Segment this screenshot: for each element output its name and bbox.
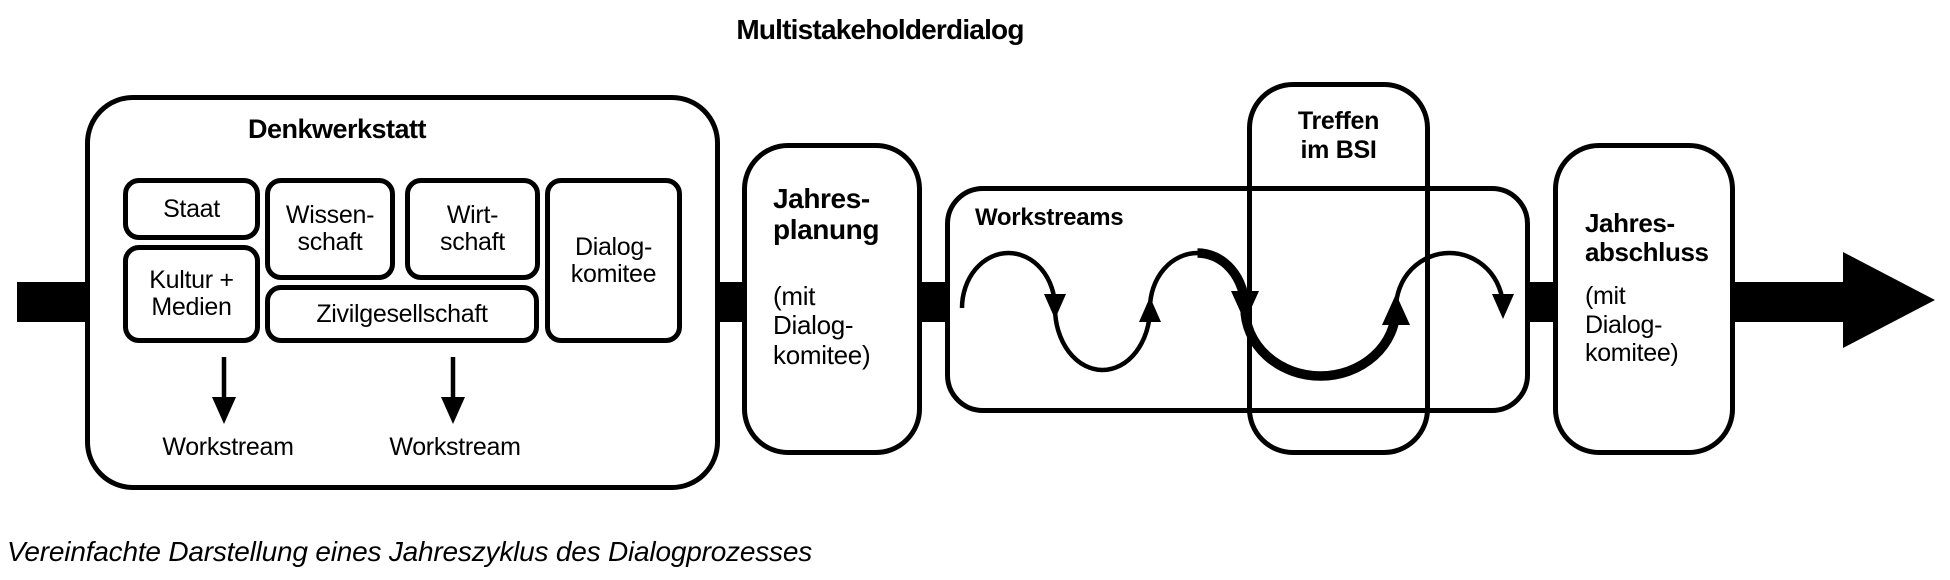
workstreams-box: Workstreams xyxy=(945,186,1530,413)
jahresabschluss-title: Jahres- abschluss xyxy=(1585,208,1709,268)
stakeholder-label-staat: Staat xyxy=(163,194,220,223)
jahresplanung-note: (mit Dialog- komitee) xyxy=(773,280,871,370)
jahresabschluss-note: (mit Dialog- komitee) xyxy=(1585,282,1679,368)
stakeholder-label-zivilgesellschaft: Zivilgesellschaft xyxy=(316,299,488,328)
denkwerkstatt-box: Denkwerkstatt Staat Wissen- schaft Wirt-… xyxy=(85,95,720,490)
treffen-im-bsi-title: Treffen im BSI xyxy=(1297,107,1380,164)
denkwerkstatt-title: Denkwerkstatt xyxy=(247,114,427,144)
stakeholder-box-wirtschaft: Wirt- schaft xyxy=(405,178,540,280)
stakeholder-label-wirtschaft: Wirt- schaft xyxy=(440,201,505,256)
workstreams-title: Workstreams xyxy=(975,204,1124,231)
jahresplanung-title: Jahres- planung xyxy=(773,183,880,246)
stakeholder-label-kultur-medien: Kultur + Medien xyxy=(149,266,234,321)
figure-title: Multistakeholderdialog xyxy=(736,14,1024,45)
jahresabschluss-box: Jahres- abschluss (mit Dialog- komitee) xyxy=(1553,143,1735,455)
stakeholder-label-dialogkomitee: Dialog- komitee xyxy=(570,232,657,288)
stakeholder-box-staat: Staat xyxy=(123,178,260,240)
stakeholder-box-dialogkomitee: Dialog- komitee xyxy=(545,178,682,343)
stakeholder-box-wissenschaft: Wissen- schaft xyxy=(265,178,395,280)
stakeholder-label-wissenschaft: Wissen- schaft xyxy=(285,201,375,256)
timeline-arrow-head xyxy=(1843,252,1935,348)
workstream-output-label-left: Workstream xyxy=(162,433,294,461)
treffen-im-bsi-box: Treffen im BSI xyxy=(1247,82,1430,455)
stakeholder-box-zivilgesellschaft: Zivilgesellschaft xyxy=(265,285,539,343)
figure-caption: Vereinfachte Darstellung eines Jahreszyk… xyxy=(7,536,813,567)
workstream-output-label-right: Workstream xyxy=(389,433,521,461)
jahresplanung-box: Jahres- planung (mit Dialog- komitee) xyxy=(742,143,922,455)
stakeholder-box-kultur-medien: Kultur + Medien xyxy=(123,245,260,343)
